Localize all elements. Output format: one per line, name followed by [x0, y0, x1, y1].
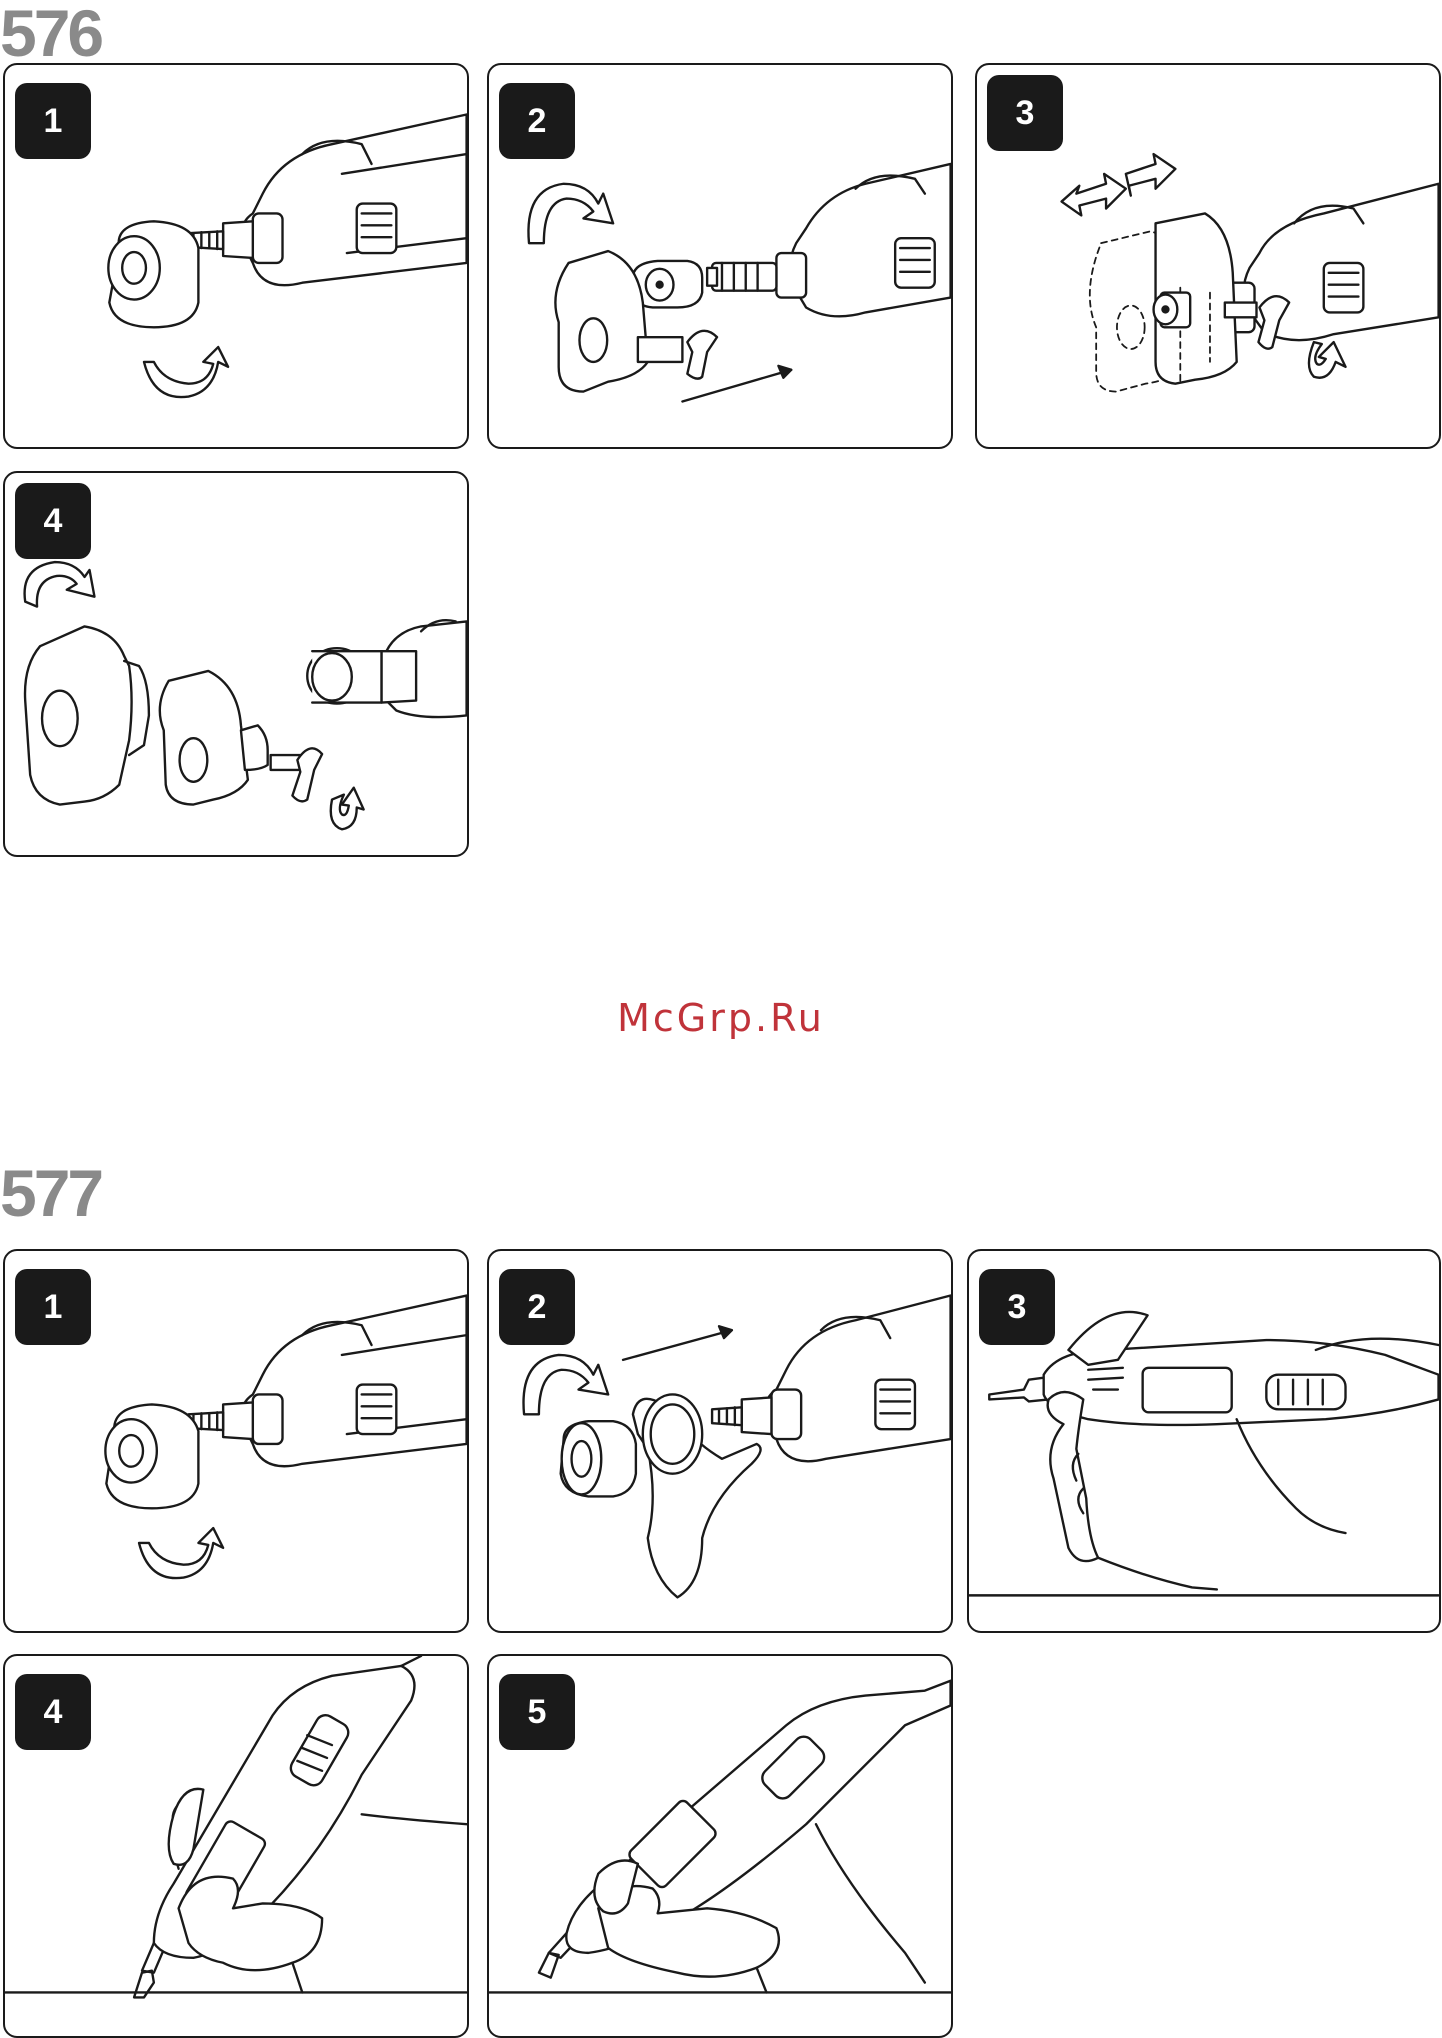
- step-badge: 2: [499, 1269, 575, 1345]
- rotate-arrow-icon: [25, 562, 95, 607]
- panel-576-step-3: 3: [975, 63, 1441, 449]
- section-number-577: 577: [0, 1160, 101, 1226]
- step-badge: 2: [499, 83, 575, 159]
- rotate-arrow-icon: [139, 1528, 223, 1578]
- step-badge: 5: [499, 1674, 575, 1750]
- step-badge: 3: [979, 1269, 1055, 1345]
- watermark: McGrp.Ru: [0, 996, 1442, 1040]
- step-badge: 1: [15, 1269, 91, 1345]
- step-badge: 4: [15, 483, 91, 559]
- rotate-arrow-icon: [528, 184, 613, 243]
- panel-577-step-2: 2: [487, 1249, 953, 1633]
- section-number-576: 576: [0, 0, 101, 66]
- panel-577-step-3: 3: [967, 1249, 1441, 1633]
- panel-577-step-5: 5: [487, 1654, 953, 2038]
- panel-576-step-1: 1: [3, 63, 469, 449]
- rotate-arrow-icon: [1309, 342, 1346, 378]
- panel-576-step-2: 2: [487, 63, 953, 449]
- direction-arrow-icon: [1126, 154, 1175, 196]
- rotate-arrow-icon: [524, 1355, 609, 1414]
- direction-arrow-icon: [1062, 174, 1126, 216]
- step-badge: 1: [15, 83, 91, 159]
- direction-arrow-icon: [623, 1330, 732, 1360]
- panel-577-step-1: 1: [3, 1249, 469, 1633]
- step-badge: 4: [15, 1674, 91, 1750]
- panel-576-step-4: 4: [3, 471, 469, 857]
- rotate-arrow-icon: [331, 788, 364, 830]
- rotate-arrow-icon: [144, 347, 228, 397]
- step-badge: 3: [987, 75, 1063, 151]
- panel-577-step-4: 4: [3, 1654, 469, 2038]
